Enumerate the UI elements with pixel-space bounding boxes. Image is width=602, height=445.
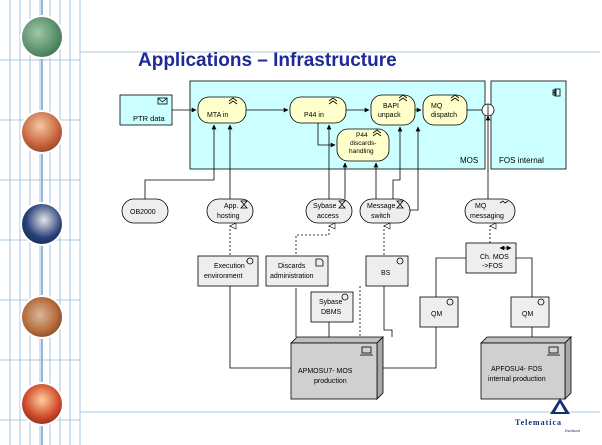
svg-text:P44: P44	[356, 132, 368, 139]
process-icon	[398, 94, 408, 102]
svg-text:Sybase: Sybase	[313, 203, 336, 210]
svg-text:Discards: Discards	[278, 263, 306, 270]
component-ch-mos-fos: Ch. MOS ->FOS	[465, 242, 517, 274]
node-apfosu4: APFOSU4- FOS internal production	[480, 336, 572, 400]
svg-text:Sybase: Sybase	[319, 299, 342, 306]
svg-text:switch: switch	[371, 213, 391, 220]
svg-text:messaging: messaging	[470, 213, 504, 220]
svg-text:QM: QM	[431, 311, 442, 318]
svg-text:App.: App.	[224, 203, 238, 210]
hourglass-icon	[240, 200, 248, 209]
svg-text:access: access	[317, 213, 339, 220]
logo-subtitle: Instituut	[565, 428, 581, 433]
service-mq-messaging: MQ messaging	[464, 198, 516, 224]
svg-text:P44 in: P44 in	[304, 112, 324, 119]
svg-text:QM: QM	[522, 311, 533, 318]
svg-text:hosting: hosting	[217, 213, 240, 220]
process-icon	[228, 97, 238, 105]
interface-icon	[446, 298, 454, 306]
svg-text:unpack: unpack	[378, 112, 401, 119]
svg-text:dispatch: dispatch	[431, 112, 457, 119]
svg-text:internal production: internal production	[488, 376, 546, 383]
svg-text:DBMS: DBMS	[321, 309, 342, 316]
process-icon	[328, 97, 338, 105]
logo-mark	[550, 398, 570, 414]
process-mta-in: MTA in	[197, 96, 247, 124]
interface-icon	[341, 293, 349, 301]
building-photo	[22, 112, 62, 152]
component-sybase-dbms: Sybase DBMS	[310, 291, 354, 323]
process-p44-discards: P44 discards- handling	[336, 128, 390, 162]
component-execution-environment: Execution environment	[197, 255, 259, 287]
svg-text:Ch. MOS: Ch. MOS	[480, 254, 509, 261]
svg-text:MQ: MQ	[431, 103, 443, 110]
svg-text:handling: handling	[349, 148, 374, 155]
svg-text:OB2000: OB2000	[130, 209, 156, 216]
component-bs: BS	[365, 255, 409, 287]
signal-icon	[499, 200, 509, 204]
person-jumping-photo	[22, 384, 62, 424]
process-p44-in: P44 in	[289, 96, 347, 124]
mos-label: MOS	[460, 156, 478, 165]
process-icon	[450, 94, 460, 102]
svg-text:->FOS: ->FOS	[482, 263, 503, 270]
process-mq-dispatch: MQ dispatch	[422, 94, 468, 126]
svg-text:production: production	[314, 378, 347, 385]
interface-connector	[481, 103, 495, 117]
hourglass-icon	[396, 200, 404, 209]
service-app-hosting: App. hosting	[206, 198, 254, 224]
document-icon	[315, 258, 324, 267]
svg-text:environment: environment	[204, 273, 243, 280]
computer-icon	[360, 346, 373, 356]
component-qm-left: QM	[419, 296, 459, 328]
process-bapi-unpack: BAPI unpack	[370, 94, 416, 126]
svg-text:BAPI: BAPI	[383, 103, 399, 110]
satellite-dish-photo	[22, 204, 62, 244]
component-qm-right: QM	[510, 296, 550, 328]
node-apmosu7: APMOSU7- MOS production	[290, 336, 384, 400]
fos-internal-container	[490, 80, 567, 170]
ptr-data-box	[119, 94, 173, 126]
interface-icon	[396, 257, 404, 265]
svg-text:administration: administration	[270, 273, 314, 280]
cable-photo	[22, 17, 62, 57]
svg-text:APMOSU7- MOS: APMOSU7- MOS	[298, 368, 353, 375]
component-discards-administration: Discards administration	[265, 255, 329, 287]
svg-text:Message: Message	[367, 203, 396, 210]
service-message-switch: Message switch	[359, 198, 411, 224]
process-icon	[372, 129, 382, 137]
svg-text:discards-: discards-	[350, 140, 376, 147]
logo-name: Telematica	[515, 418, 563, 427]
svg-text:BS: BS	[381, 270, 391, 277]
interface-icon	[537, 298, 545, 306]
envelope-icon	[157, 97, 168, 105]
construction-photo	[22, 297, 62, 337]
fos-internal-label: FOS internal	[499, 156, 544, 165]
component-icon	[552, 88, 561, 97]
svg-text:Execution: Execution	[214, 263, 245, 270]
service-sybase-access: Sybase access	[305, 198, 353, 224]
slide-title: Applications – Infrastructure	[138, 50, 397, 71]
svg-text:APFOSU4- FOS: APFOSU4- FOS	[491, 366, 543, 373]
svg-text:MQ: MQ	[475, 203, 487, 210]
svg-text:MTA in: MTA in	[207, 112, 228, 119]
ptr-data-label: PTR data	[133, 114, 166, 123]
service-ob2000: OB2000	[121, 198, 169, 224]
computer-icon	[547, 346, 560, 356]
hourglass-icon	[338, 200, 346, 209]
